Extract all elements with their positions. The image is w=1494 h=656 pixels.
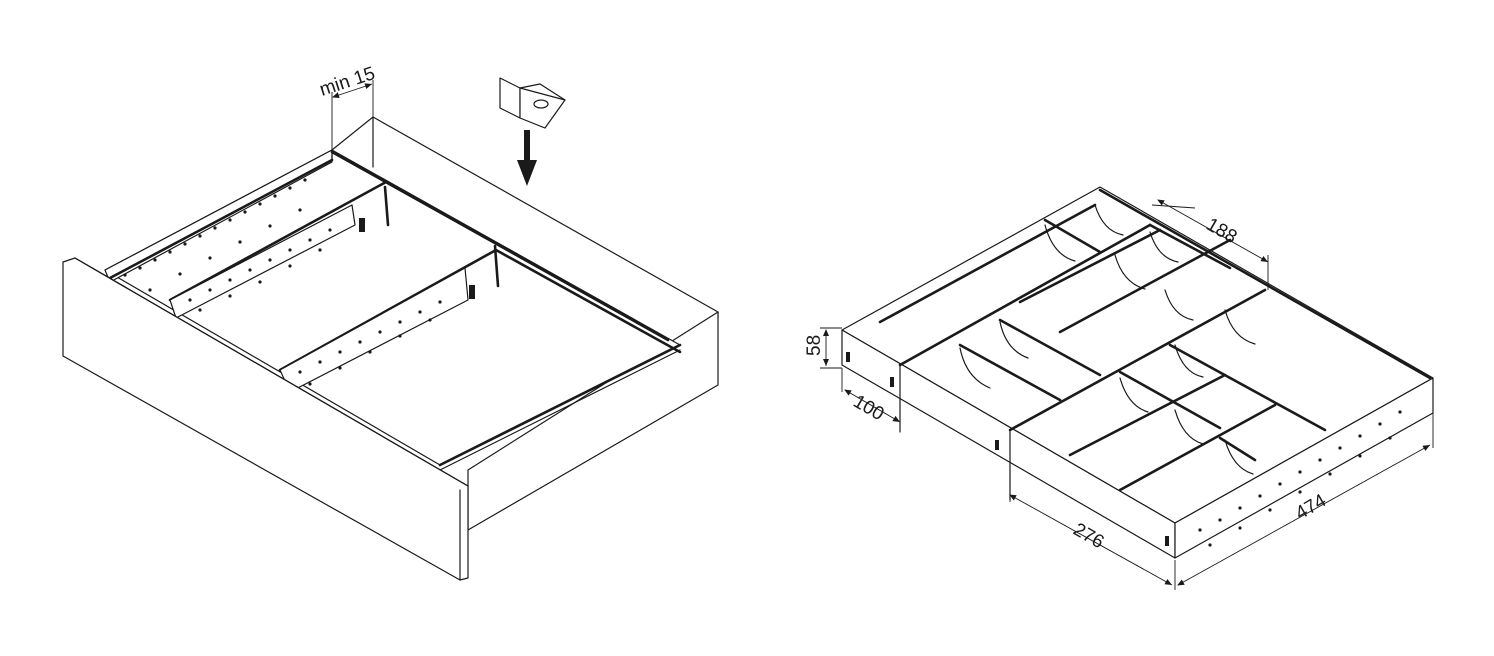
- insert-clip-2: [890, 377, 894, 387]
- clip-2: [469, 285, 475, 299]
- down-arrow-icon: [517, 130, 537, 186]
- insert-clip-4: [1165, 536, 1169, 546]
- clip-insertion: [499, 77, 566, 129]
- insert-clip-1: [846, 352, 850, 362]
- insert-figure: 188 58 100 276 474: [804, 186, 1434, 590]
- dimension-474-label: 474: [1292, 490, 1330, 524]
- clip-1: [359, 218, 365, 232]
- insert-outer-frame: [841, 186, 1434, 524]
- dimension-58-label: 58: [804, 335, 825, 356]
- dimension-276-label: 276: [1070, 519, 1108, 553]
- drawer-figure: min 15: [62, 63, 719, 581]
- divider-panel-1: [169, 204, 356, 319]
- insert-clip-3: [995, 440, 999, 450]
- perforation-holes-left: [123, 178, 442, 386]
- dimension-min-label: min 15: [317, 63, 378, 101]
